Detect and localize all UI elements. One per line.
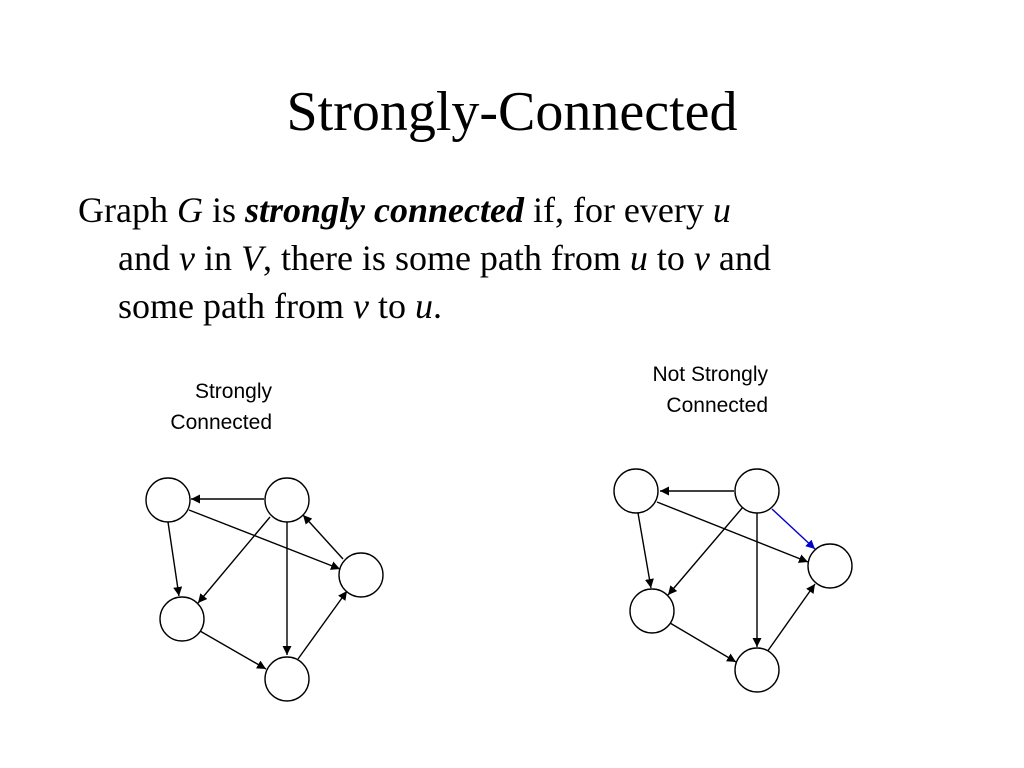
definition-line-1: Graph G is strongly connected if, for ev… bbox=[78, 186, 978, 234]
definition-text-segment: , there is some path from bbox=[262, 238, 630, 278]
label-line: Not Strongly bbox=[652, 363, 768, 386]
definition-text-segment: to bbox=[368, 286, 415, 326]
graph-edge bbox=[637, 512, 654, 589]
graph-edge bbox=[766, 583, 816, 653]
definition-text-segment: Graph bbox=[78, 190, 177, 230]
vertex-symbol-v: v bbox=[693, 238, 710, 278]
graph-node bbox=[264, 477, 310, 523]
graph-node bbox=[264, 656, 310, 702]
graph-node bbox=[734, 468, 780, 514]
definition-line-2: and v in V, there is some path from u to… bbox=[78, 234, 978, 282]
definition-line-3: some path from v to u. bbox=[78, 282, 978, 330]
vertex-symbol-u: u bbox=[629, 238, 648, 278]
graph-edge bbox=[302, 514, 344, 560]
definition-text: Graph G is strongly connected if, for ev… bbox=[78, 186, 978, 330]
strongly-connected-label: Strongly Connected bbox=[130, 376, 272, 438]
definition-text-segment: . bbox=[432, 286, 442, 326]
graph-node bbox=[734, 647, 780, 693]
vertex-symbol-u: u bbox=[414, 286, 433, 326]
graph-edge bbox=[197, 516, 271, 604]
graph-edge-highlighted bbox=[771, 508, 816, 550]
vertex-symbol-v: v bbox=[178, 238, 195, 278]
graph-edge bbox=[656, 501, 809, 563]
definition-text-segment: if, for every bbox=[523, 190, 713, 230]
vertex-symbol-u: u bbox=[712, 190, 731, 230]
strongly-connected-graph bbox=[145, 477, 384, 702]
graph-node bbox=[807, 543, 853, 589]
graph-node bbox=[145, 477, 191, 523]
graph-node bbox=[159, 596, 205, 642]
graph-edge bbox=[667, 506, 744, 596]
graph-node bbox=[613, 468, 659, 514]
defined-term: strongly connected bbox=[244, 190, 524, 230]
not-strongly-connected-label: Not Strongly Connected bbox=[600, 359, 768, 421]
label-line: Connected bbox=[666, 394, 768, 417]
vertex-set-symbol-v: V bbox=[240, 238, 263, 278]
graph-symbol-g: G bbox=[176, 190, 203, 230]
definition-text-segment: and bbox=[118, 238, 179, 278]
graph-node bbox=[338, 552, 384, 598]
graph-edge bbox=[297, 590, 348, 660]
slide-title: Strongly-Connected bbox=[286, 81, 738, 143]
graph-edge bbox=[188, 509, 341, 570]
definition-text-segment: is bbox=[202, 190, 245, 230]
definition-text-segment: to bbox=[647, 238, 694, 278]
graph-node bbox=[629, 588, 675, 634]
definition-text-segment: in bbox=[194, 238, 241, 278]
vertex-symbol-v: v bbox=[352, 286, 369, 326]
label-line: Connected bbox=[170, 411, 272, 434]
definition-text-segment: and bbox=[709, 238, 771, 278]
graph-edge bbox=[167, 521, 183, 597]
definition-text-segment: some path from bbox=[118, 286, 353, 326]
graph-edge bbox=[669, 622, 737, 663]
graph-edge bbox=[199, 630, 267, 670]
not-strongly-connected-graph bbox=[613, 468, 853, 693]
label-line: Strongly bbox=[194, 380, 272, 403]
